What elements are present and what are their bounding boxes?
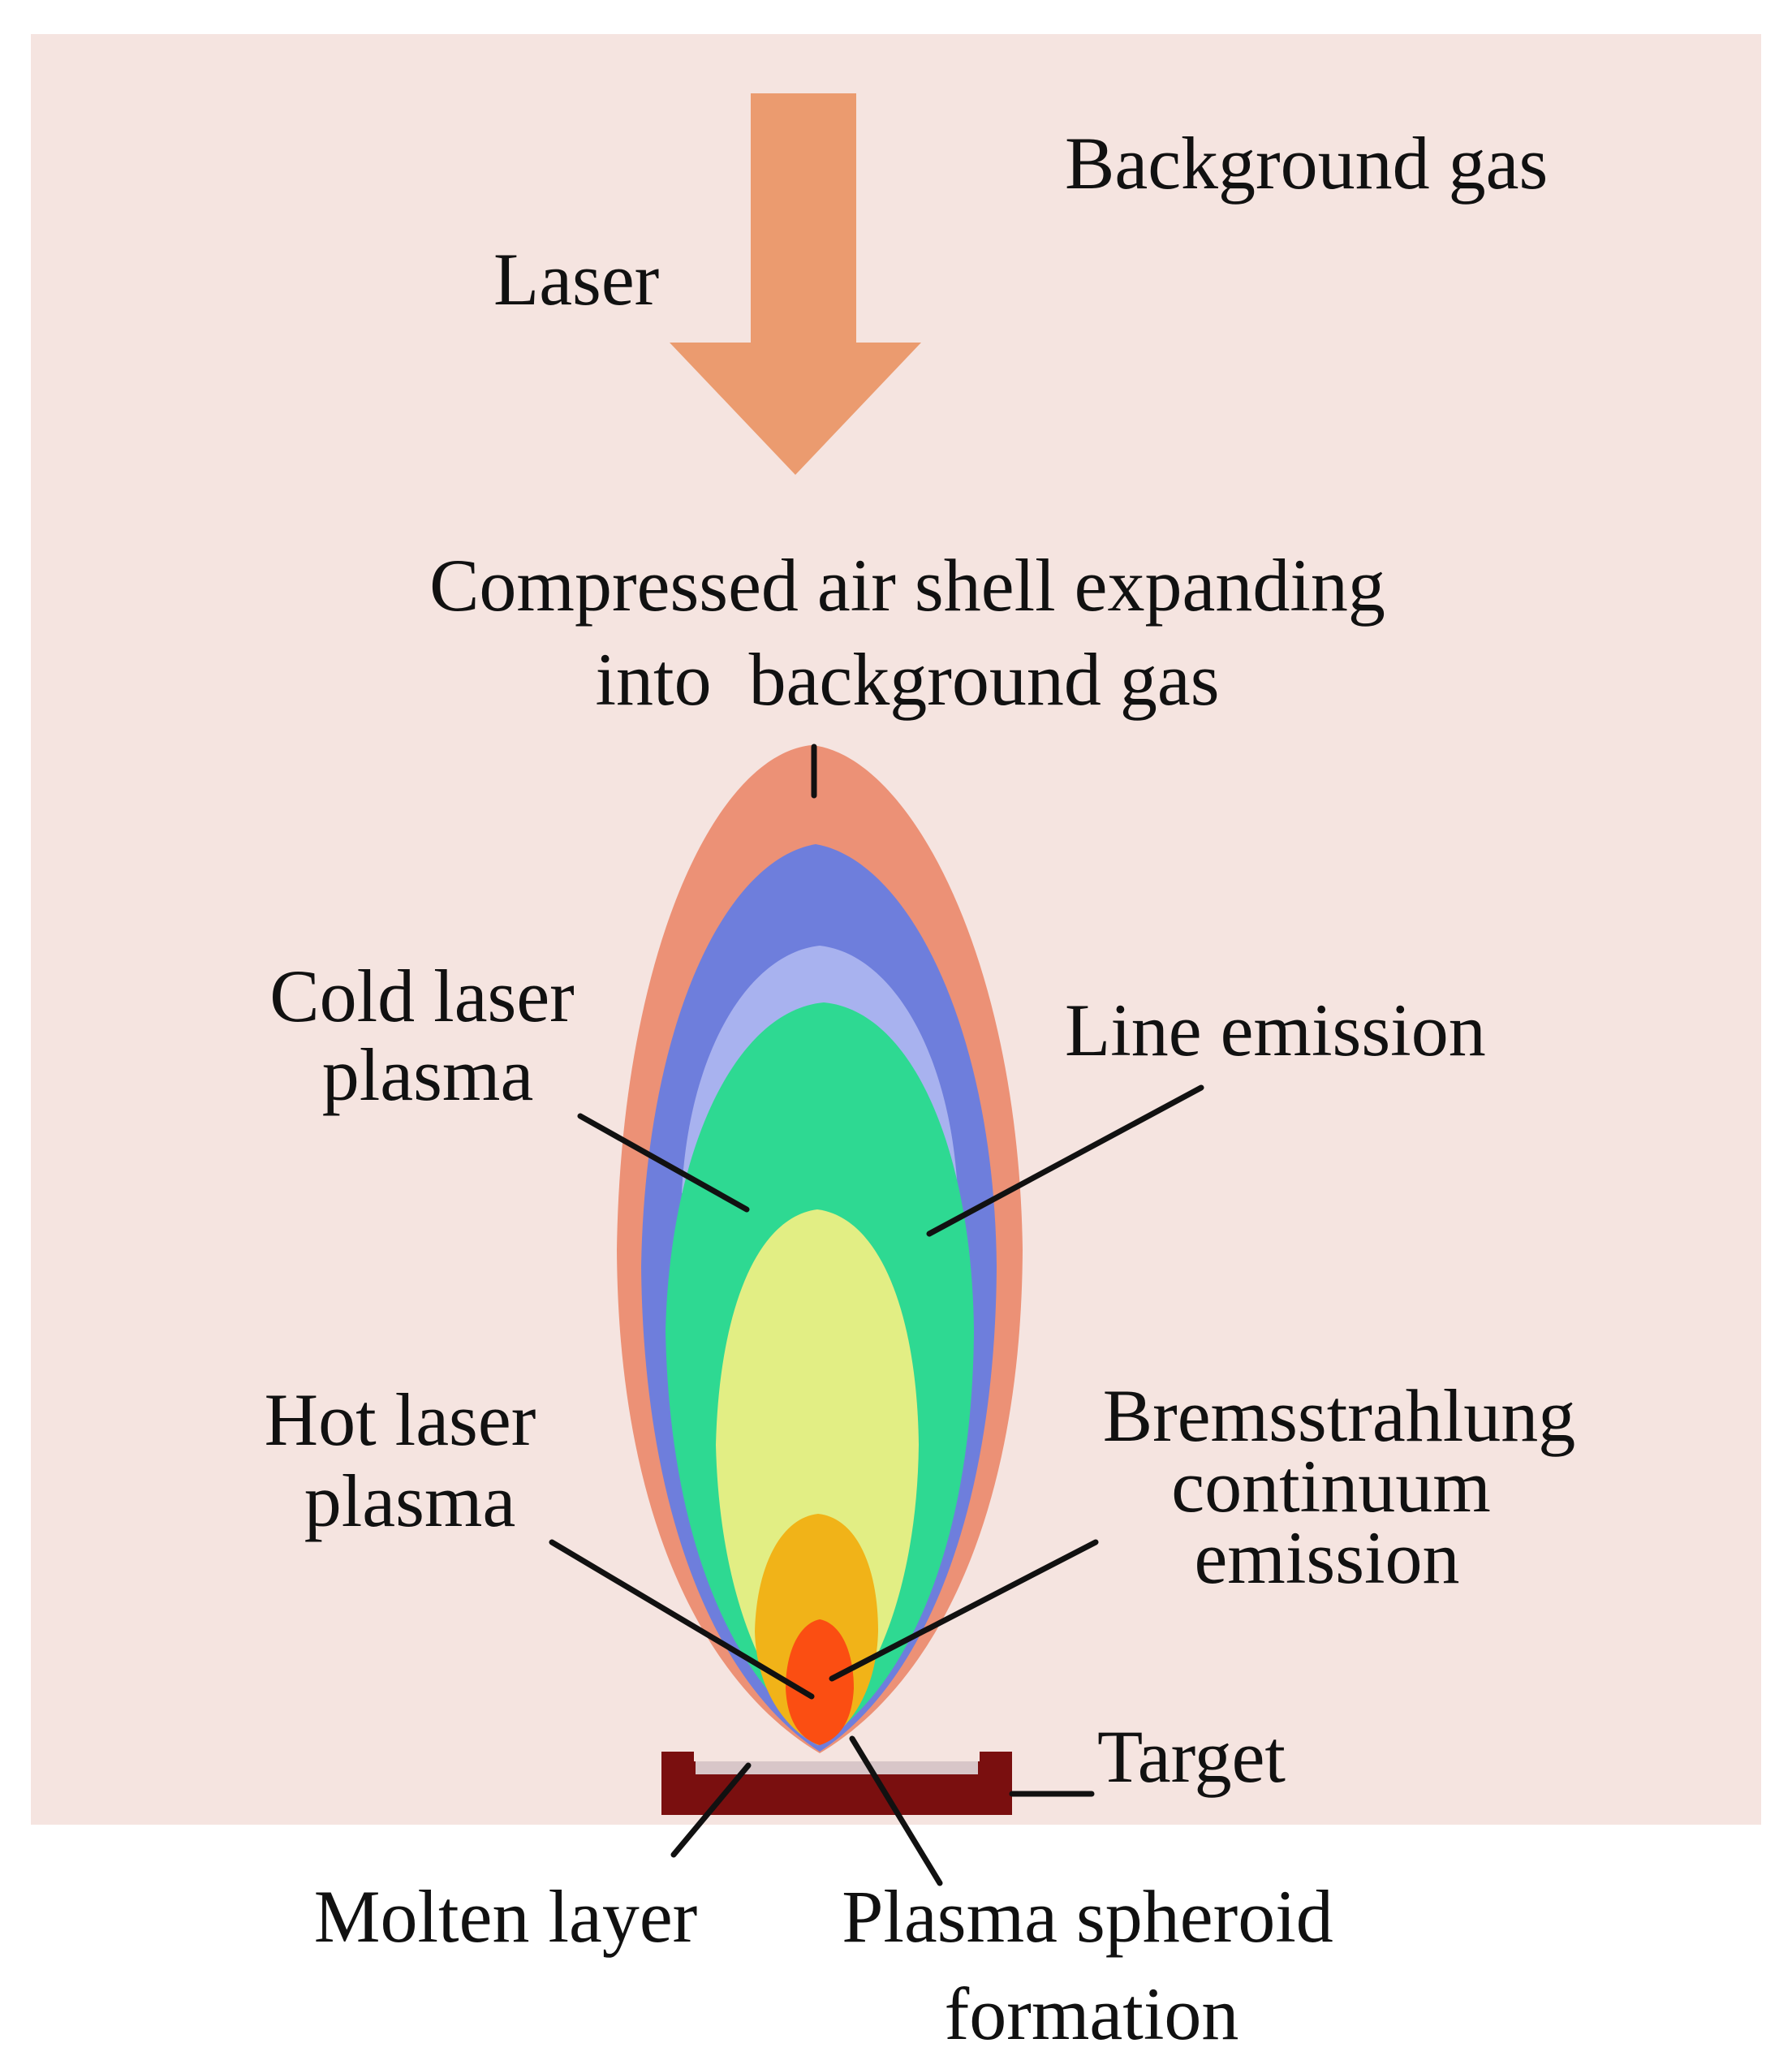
label-line-emission: Line emission [1065,989,1486,1071]
leader-bremsstrahlung [829,1539,1099,1682]
label-cold-plasma-line2: plasma [322,1033,534,1116]
label-laser: Laser [493,238,659,321]
plasma-spheroid-core [786,1619,854,1745]
label-hot-plasma-line1: Hot laser [265,1378,536,1461]
label-background-gas: Background gas [1065,122,1548,205]
leader-cold-plasma [577,1113,750,1213]
leader-line-emission [926,1084,1204,1237]
label-bremsstrahlung-line3: emission [1194,1516,1459,1599]
label-plasma-spheroid-line1: Plasma spheroid [842,1875,1333,1958]
label-cold-plasma-line1: Cold laser [269,955,575,1037]
leader-molten-layer [670,1762,752,1858]
molten-layer [696,1761,978,1774]
label-compressed-shell-line1: Compressed air shell expanding [429,544,1385,627]
label-plasma-spheroid-line2: formation [945,1972,1239,2055]
laser-arrow [670,93,921,475]
label-target: Target [1097,1715,1286,1798]
leader-hot-plasma [549,1539,815,1700]
label-hot-plasma-line2: plasma [304,1459,516,1542]
leader-plasma-spheroid [849,1735,943,1886]
label-bremsstrahlung-line1: Bremsstrahlung [1103,1374,1576,1457]
label-molten-layer: Molten layer [314,1875,698,1958]
label-bremsstrahlung-line2: continuum [1171,1445,1491,1528]
leader-lines [549,744,1204,1886]
label-compressed-shell-line2: into background gas [595,638,1219,721]
